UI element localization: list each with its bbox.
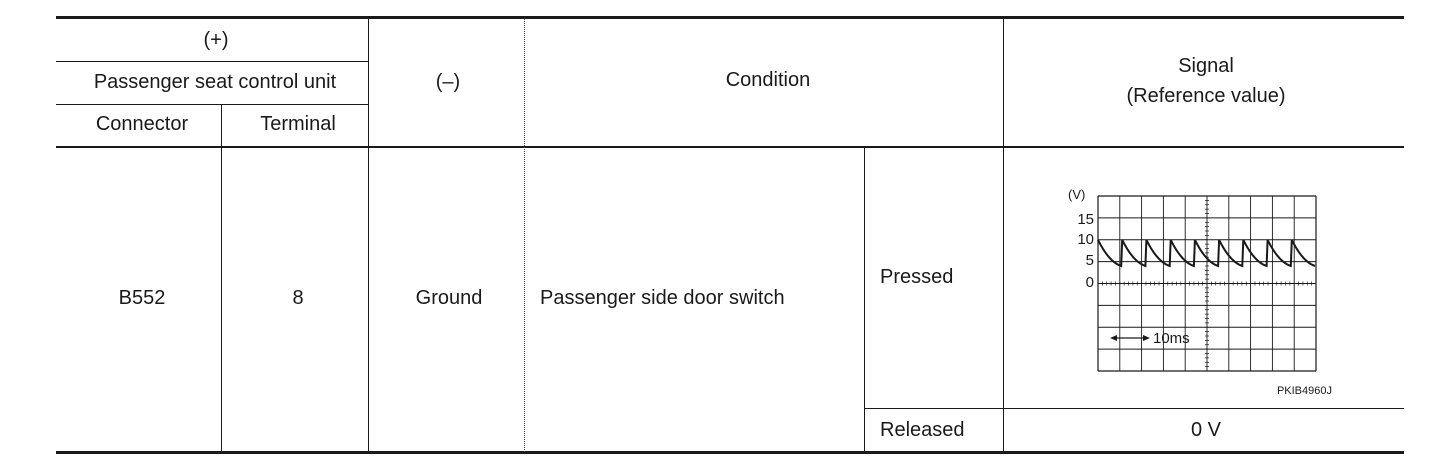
waveform-path — [1097, 239, 1316, 268]
cell-connector: B552 — [118, 287, 166, 309]
header-terminal: Terminal — [260, 113, 336, 135]
y-unit-label: (V) — [1068, 187, 1085, 202]
time-arrow-head-left — [1110, 335, 1117, 341]
header-minus: (–) — [435, 71, 461, 93]
y-tick-10: 10 — [1077, 231, 1094, 248]
col-divider-plus — [368, 18, 369, 452]
header-reference-value: (Reference value) — [1126, 85, 1286, 107]
cell-released-value: 0 V — [1190, 419, 1222, 441]
waveform-trace — [1097, 239, 1316, 268]
scope-grid — [1097, 195, 1317, 372]
oscilloscope-waveform: (V) 15 10 5 0 10ms PKIB4960J — [1068, 187, 1332, 397]
cell-ground: Ground — [415, 287, 483, 309]
cell-condition: Passenger side door switch — [540, 287, 785, 309]
header-divider-unit — [56, 104, 369, 105]
time-scale-label: 10ms — [1153, 330, 1190, 347]
y-tick-0: 0 — [1086, 274, 1094, 291]
header-connector: Connector — [95, 113, 189, 135]
col-divider-state — [864, 147, 865, 452]
cell-state-released: Released — [880, 419, 965, 441]
header-control-unit: Passenger seat control unit — [93, 71, 337, 93]
col-divider-signal — [1003, 18, 1004, 452]
col-divider-connector — [221, 104, 222, 452]
bottom-border — [56, 451, 1404, 454]
y-tick-15: 15 — [1077, 211, 1094, 228]
header-divider-plus — [56, 61, 369, 62]
cell-state-pressed: Pressed — [880, 266, 954, 288]
cell-terminal: 8 — [292, 287, 304, 309]
header-bottom-border — [56, 146, 1404, 148]
time-arrow-head-right — [1143, 335, 1150, 341]
header-plus: (+) — [203, 29, 229, 51]
top-border — [56, 16, 1404, 19]
y-tick-5: 5 — [1086, 252, 1094, 269]
figure-code: PKIB4960J — [1277, 385, 1332, 397]
col-divider-minus — [524, 18, 525, 452]
header-condition: Condition — [725, 69, 811, 91]
state-divider — [864, 408, 1404, 409]
header-signal: Signal — [1178, 55, 1234, 77]
